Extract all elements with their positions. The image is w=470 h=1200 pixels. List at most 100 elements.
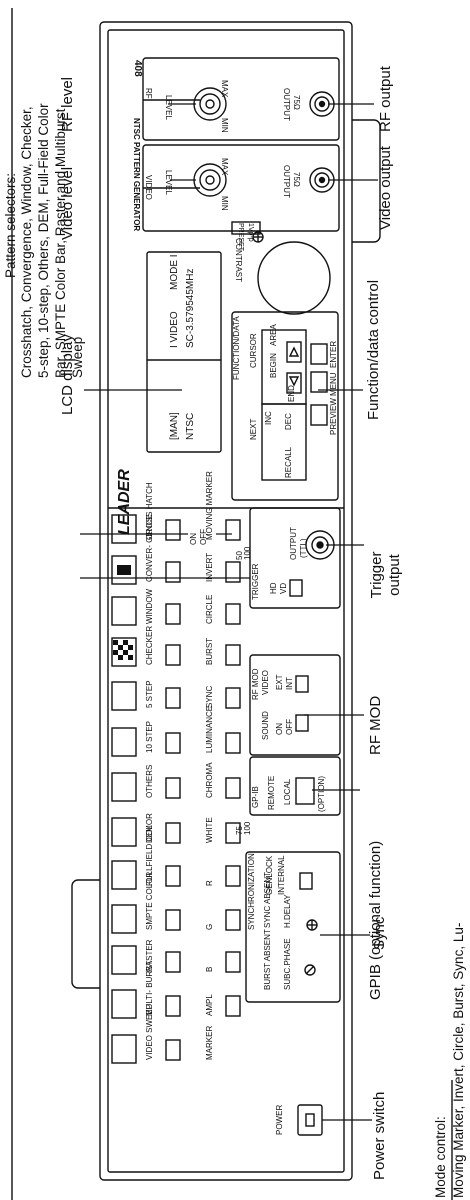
lcd-window — [146, 251, 222, 453]
rfmod-sound: SOUND — [261, 711, 270, 740]
mode-caption-line1: Moving Marker, Invert, Circle, Burst, Sy… — [451, 922, 466, 1198]
rfmod-title: RF MOD — [251, 668, 260, 700]
video-level-title: LEVEL — [164, 170, 173, 195]
fd-enter: ENTER — [329, 340, 338, 368]
rf-level-title: LEVEL — [164, 95, 173, 120]
video-level-min: MIN — [220, 196, 229, 211]
sync-genlock: GENLOCK — [265, 855, 274, 895]
fd-area: AREA — [269, 324, 278, 346]
pattern-label: 10 STEP — [145, 720, 154, 753]
fd-cursor: CURSOR — [249, 333, 258, 368]
mode-label: LUMINANCE — [205, 705, 214, 753]
brand-logo: LEADER — [116, 469, 133, 535]
callout-video-output: Video output — [377, 146, 394, 230]
pattern-thumbnails — [111, 514, 137, 1064]
rfmod-on: ON — [275, 723, 284, 735]
callout-rf-output: RF output — [377, 66, 394, 132]
sync-subc: SUBC.PHASE — [283, 938, 292, 990]
power-label: POWER — [275, 1104, 284, 1135]
pattern-caption-line3: Bar, SMPTE Color Bar, Raster,and Multibu… — [53, 108, 68, 378]
pattern-label: OTHERS — [145, 764, 154, 798]
pattern-buttons — [165, 519, 181, 1061]
lcd-line2-left: NTSC — [185, 412, 196, 440]
rfmod-video: VIDEO — [261, 670, 270, 695]
gpib-option: (OPTION) — [317, 776, 326, 812]
mode-label: INVERT — [205, 552, 214, 582]
pattern-label: WINDOW — [145, 588, 154, 624]
pattern-caption-line1: Crosshatch, Convergence, Window, Checker… — [19, 106, 34, 378]
mode-label: B — [205, 966, 214, 972]
inc-dec-group — [261, 403, 307, 481]
fd-recall: RECALL — [284, 446, 293, 478]
mode-label: AMPL — [205, 994, 214, 1016]
gpib-remote: REMOTE — [267, 775, 276, 810]
lcd-line2-right: SC-3.579545MHz — [185, 268, 196, 348]
callout-rf-mod: RF MOD — [367, 695, 384, 755]
menu-button — [310, 371, 328, 393]
fd-next: NEXT — [249, 418, 258, 440]
trigger-select-button — [289, 579, 303, 597]
function-data-title: FUNCTION/DATA — [232, 316, 241, 380]
rfmod-box — [249, 654, 341, 756]
pattern-label: SMPTE COLOR — [145, 871, 154, 930]
gpib-local: LOCAL — [283, 778, 292, 805]
mode-label: SYNC — [205, 685, 214, 708]
mode-label: G — [205, 923, 214, 930]
lcd-line1-right: MODE I — [169, 254, 180, 290]
panel-outline — [99, 21, 353, 1181]
mode-label: MARKER — [205, 1025, 214, 1060]
fd-menu: MENU — [329, 372, 338, 396]
mode-label: BURST — [205, 637, 214, 665]
panel-inner-outline — [107, 29, 345, 1173]
trigger-ttl: (TTL) — [299, 538, 308, 558]
white-scale-100: 100 — [243, 821, 252, 835]
rfmod-ext: EXT — [275, 674, 284, 690]
video-output-title: OUTPUT — [282, 165, 291, 198]
callout-function-data: Function/data control — [365, 279, 382, 420]
sync-internal: INTERNAL — [277, 855, 286, 895]
video-output-ohm: 75Ω — [292, 172, 301, 187]
lcd-line1-left: [MAN] — [169, 412, 180, 440]
preset-label-box — [231, 221, 261, 235]
mode-label: R — [205, 880, 214, 886]
pattern-caption-line4: Sweep — [70, 336, 85, 378]
mode-label: WHITE — [205, 817, 214, 843]
callout-power-switch: Power switch — [371, 1091, 388, 1180]
mode-label: CIRCLE — [205, 594, 214, 624]
fd-begin: BEGIN — [269, 353, 278, 378]
rfmod-off: OFF — [285, 719, 294, 735]
rf-output-ohm: 75Ω — [292, 95, 301, 110]
video-preset-value: 1Vp-p — [247, 223, 254, 242]
sync-box — [245, 851, 341, 1003]
ampl-scale-100: 100 — [243, 546, 252, 560]
callout-leaders — [80, 103, 378, 1121]
gpib-box — [249, 756, 341, 816]
sync-title: SYNCHRONIZATION — [247, 853, 256, 930]
trigger-output-title: OUTPUT — [289, 527, 298, 560]
gpib-title: GP-IB — [251, 786, 260, 808]
callout-trigger-output: Trigger output — [368, 551, 403, 599]
rf-level-min: MIN — [220, 118, 229, 133]
trigger-hd: HD — [269, 582, 278, 594]
trigger-title: TRIGGER — [251, 563, 260, 600]
function-dial — [257, 241, 331, 315]
cursor-left-button — [286, 372, 302, 394]
moving-marker-off: OFF — [199, 529, 208, 545]
rf-module — [142, 57, 340, 141]
pattern-label: VIDEO SWEEP — [145, 1003, 154, 1060]
checker-pattern — [113, 640, 133, 660]
pattern-label: CHECKER — [145, 625, 154, 665]
pattern-caption-title: Pattern selectors: — [3, 172, 18, 278]
bottom-foot — [71, 879, 100, 989]
fd-inc: INC — [264, 411, 273, 425]
top-foot — [352, 119, 381, 243]
function-data-frame — [231, 311, 339, 501]
cursor-right-button — [286, 341, 302, 363]
sync-hdelay: H.DELAY — [283, 894, 292, 928]
trigger-box — [249, 507, 341, 609]
video-level-max: MAX — [220, 158, 229, 176]
mode-label: CHROMA — [205, 762, 214, 798]
fd-dec: DEC — [284, 413, 293, 430]
contrast-label: CONTRAST — [234, 238, 243, 282]
